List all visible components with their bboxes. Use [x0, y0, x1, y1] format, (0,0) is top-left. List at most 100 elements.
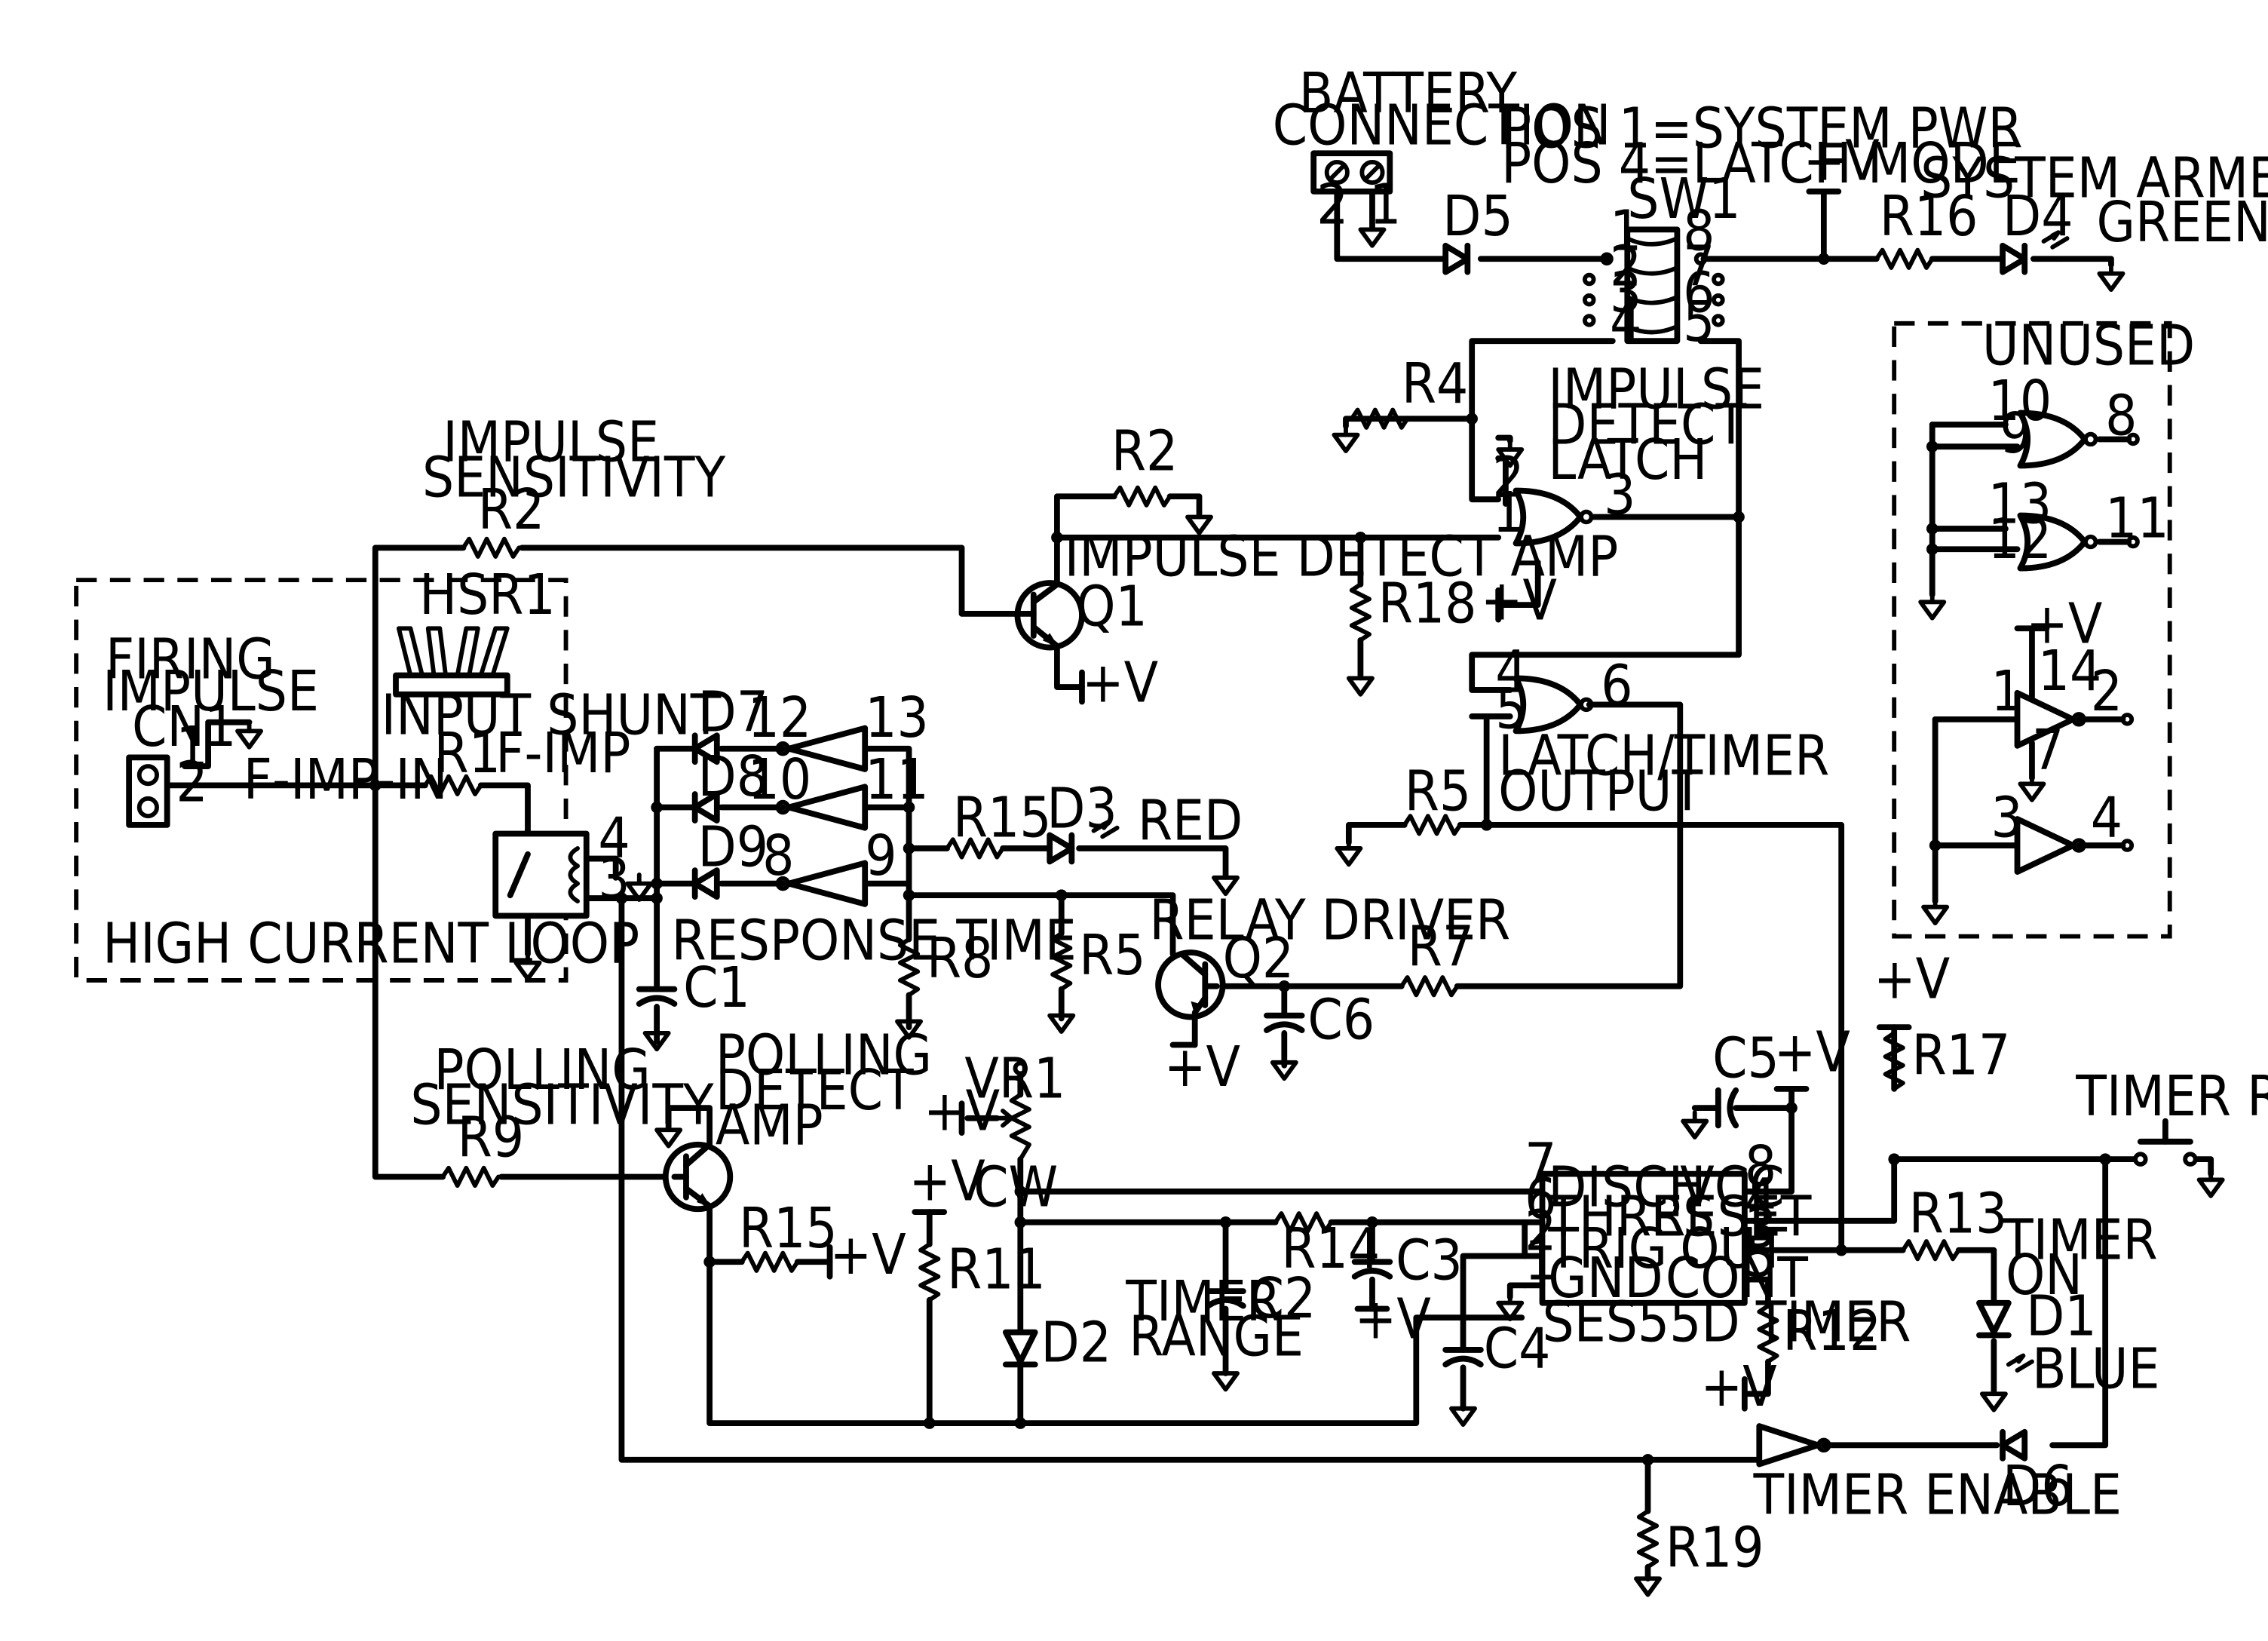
labels: BATTERY CONNECTION POS 1=SYSTEM PWR POS …	[103, 61, 2268, 1581]
d4-label: D4	[2003, 184, 2073, 249]
r12-supply-label: +V	[1701, 1354, 1777, 1419]
resistor-r2	[1114, 488, 1170, 505]
timer-pin-5: 5	[1745, 1225, 1776, 1290]
c3-label: C3	[1396, 1228, 1463, 1293]
r15-polling-label: R15	[739, 1196, 838, 1261]
r7-label: R7	[1408, 914, 1474, 979]
r11-supply-label: +V	[909, 1149, 985, 1214]
latch-ground-lead	[1498, 438, 1510, 441]
q2-supply-label: +V	[1164, 1035, 1240, 1100]
buffer-pin-10: 10	[748, 747, 812, 812]
d2-label: D2	[1041, 1310, 1111, 1375]
timer-gate-pin-6: 6	[1601, 653, 1632, 718]
resistor-r7	[1402, 977, 1457, 995]
d9-label: D9	[698, 814, 768, 879]
r1-label: R1	[434, 721, 501, 786]
wiring	[167, 192, 2135, 1578]
capacitor-c1	[639, 989, 675, 1004]
polling-supply-label: +V	[830, 1222, 906, 1287]
buffer-pin-11: 11	[865, 747, 929, 812]
light-emission-icon	[2009, 1356, 2032, 1370]
unused-buf2-pin-3: 3	[1991, 785, 2023, 850]
unused-buf1-pin-7: 7	[2032, 718, 2064, 783]
c5-supply-label: +V	[1774, 1020, 1850, 1084]
green-label: GREEN	[2097, 190, 2268, 255]
unused-output-terminal	[2123, 841, 2132, 850]
diode-d2	[1006, 1333, 1035, 1365]
q2-label: Q2	[1223, 926, 1295, 991]
cn1-pin-2: 2	[176, 750, 207, 815]
polling-sensitivity-label-2: SENSITIVITY	[410, 1072, 713, 1137]
unused-buf1-pin-2: 2	[2091, 659, 2122, 724]
d4-ground-lead	[2061, 259, 2111, 265]
vr1-supply-label: +V	[924, 1078, 1000, 1143]
impulse-sensitivity-label-2: SENSITIVITY	[422, 445, 725, 510]
relay-pin-3: 3	[598, 847, 630, 912]
resistor-r18	[1352, 584, 1369, 640]
transistor-q1	[1017, 583, 1082, 648]
high-current-loop-label: HIGH CURRENT LOOP	[103, 912, 639, 977]
transistor-q2	[1158, 952, 1223, 1017]
c2-label: C2	[1249, 1266, 1316, 1331]
r19-label: R19	[1666, 1516, 1764, 1581]
f-imp-label: F-IMP	[495, 721, 630, 786]
q1-label: Q1	[1076, 574, 1148, 639]
r15-response-label: R15	[953, 785, 1052, 850]
diode-d5	[1445, 246, 1467, 272]
unused-gate1-pin-8: 8	[2105, 384, 2137, 449]
r9-label: R9	[458, 1105, 524, 1170]
timer-gate-pin-5: 5	[1495, 677, 1527, 742]
blue-label: BLUE	[2032, 1336, 2160, 1401]
plus-v-label: +V	[1804, 128, 1880, 193]
timer-pin-1: 1	[1525, 1228, 1556, 1293]
c5-label: C5	[1712, 1026, 1779, 1090]
latch-pin-1: 1	[1492, 480, 1524, 545]
unused-gate2-pin-11: 11	[2105, 486, 2169, 551]
unused-gate1-pin-9: 9	[2000, 401, 2031, 466]
resistor-r9	[443, 1168, 498, 1186]
sw1-pin-5: 5	[1683, 290, 1715, 354]
r17-supply-label: +V	[1874, 946, 1950, 1011]
capacitor-c6	[1267, 1016, 1302, 1030]
resistor-r11	[921, 1244, 938, 1300]
r16-label: R16	[1880, 184, 1978, 249]
c3-supply-label: +V	[1355, 1287, 1431, 1351]
r8-label: R8	[927, 926, 993, 991]
buffer-pin-13: 13	[865, 686, 929, 750]
r4-label: R4	[1402, 351, 1468, 416]
ground-icon	[238, 722, 261, 747]
timer-reset-button	[2135, 1121, 2211, 1174]
battery-pin-2: 2	[1316, 173, 1348, 238]
resistor-r17	[1886, 1033, 1903, 1089]
led-d4-green	[2003, 246, 2024, 272]
relay-hsr1	[495, 833, 587, 916]
r2-label: R2	[1111, 419, 1178, 483]
r5-latch-label: R5	[1405, 759, 1471, 824]
latch-supply-label: +V	[1481, 569, 1557, 633]
d6-label: D6	[2003, 1454, 2073, 1519]
q1-supply-label: +V	[1082, 651, 1158, 716]
r17-label: R17	[1912, 1023, 2011, 1087]
capacitor-c4	[1445, 1350, 1481, 1364]
r5-label: R5	[1079, 923, 1145, 988]
red-label: RED	[1138, 788, 1243, 853]
latch-pin-3: 3	[1604, 463, 1635, 528]
r11-label: R11	[947, 1237, 1046, 1302]
cn1-connector	[129, 757, 167, 824]
d5-label: D5	[1442, 184, 1513, 249]
r13-label: R13	[1909, 1181, 2008, 1246]
hsr1-label: HSR1	[419, 563, 556, 627]
resistor-r19	[1639, 1511, 1657, 1567]
c4-label: C4	[1484, 1316, 1551, 1381]
battery-pin-1: 1	[1369, 173, 1401, 238]
d3-label: D3	[1047, 777, 1117, 842]
r18-label: R18	[1378, 572, 1477, 636]
buffer-pin-8: 8	[762, 824, 794, 888]
unused-gate2-pin-12: 12	[1988, 507, 2052, 572]
latch-timer-output-label-2: OUTPUT	[1498, 759, 1703, 824]
capacitor-c5	[1718, 1090, 1754, 1126]
sw1-pin-4: 4	[1610, 290, 1641, 354]
cw-label: CW	[973, 1155, 1058, 1219]
unused-buf1-pin-1: 1	[1991, 659, 2023, 724]
